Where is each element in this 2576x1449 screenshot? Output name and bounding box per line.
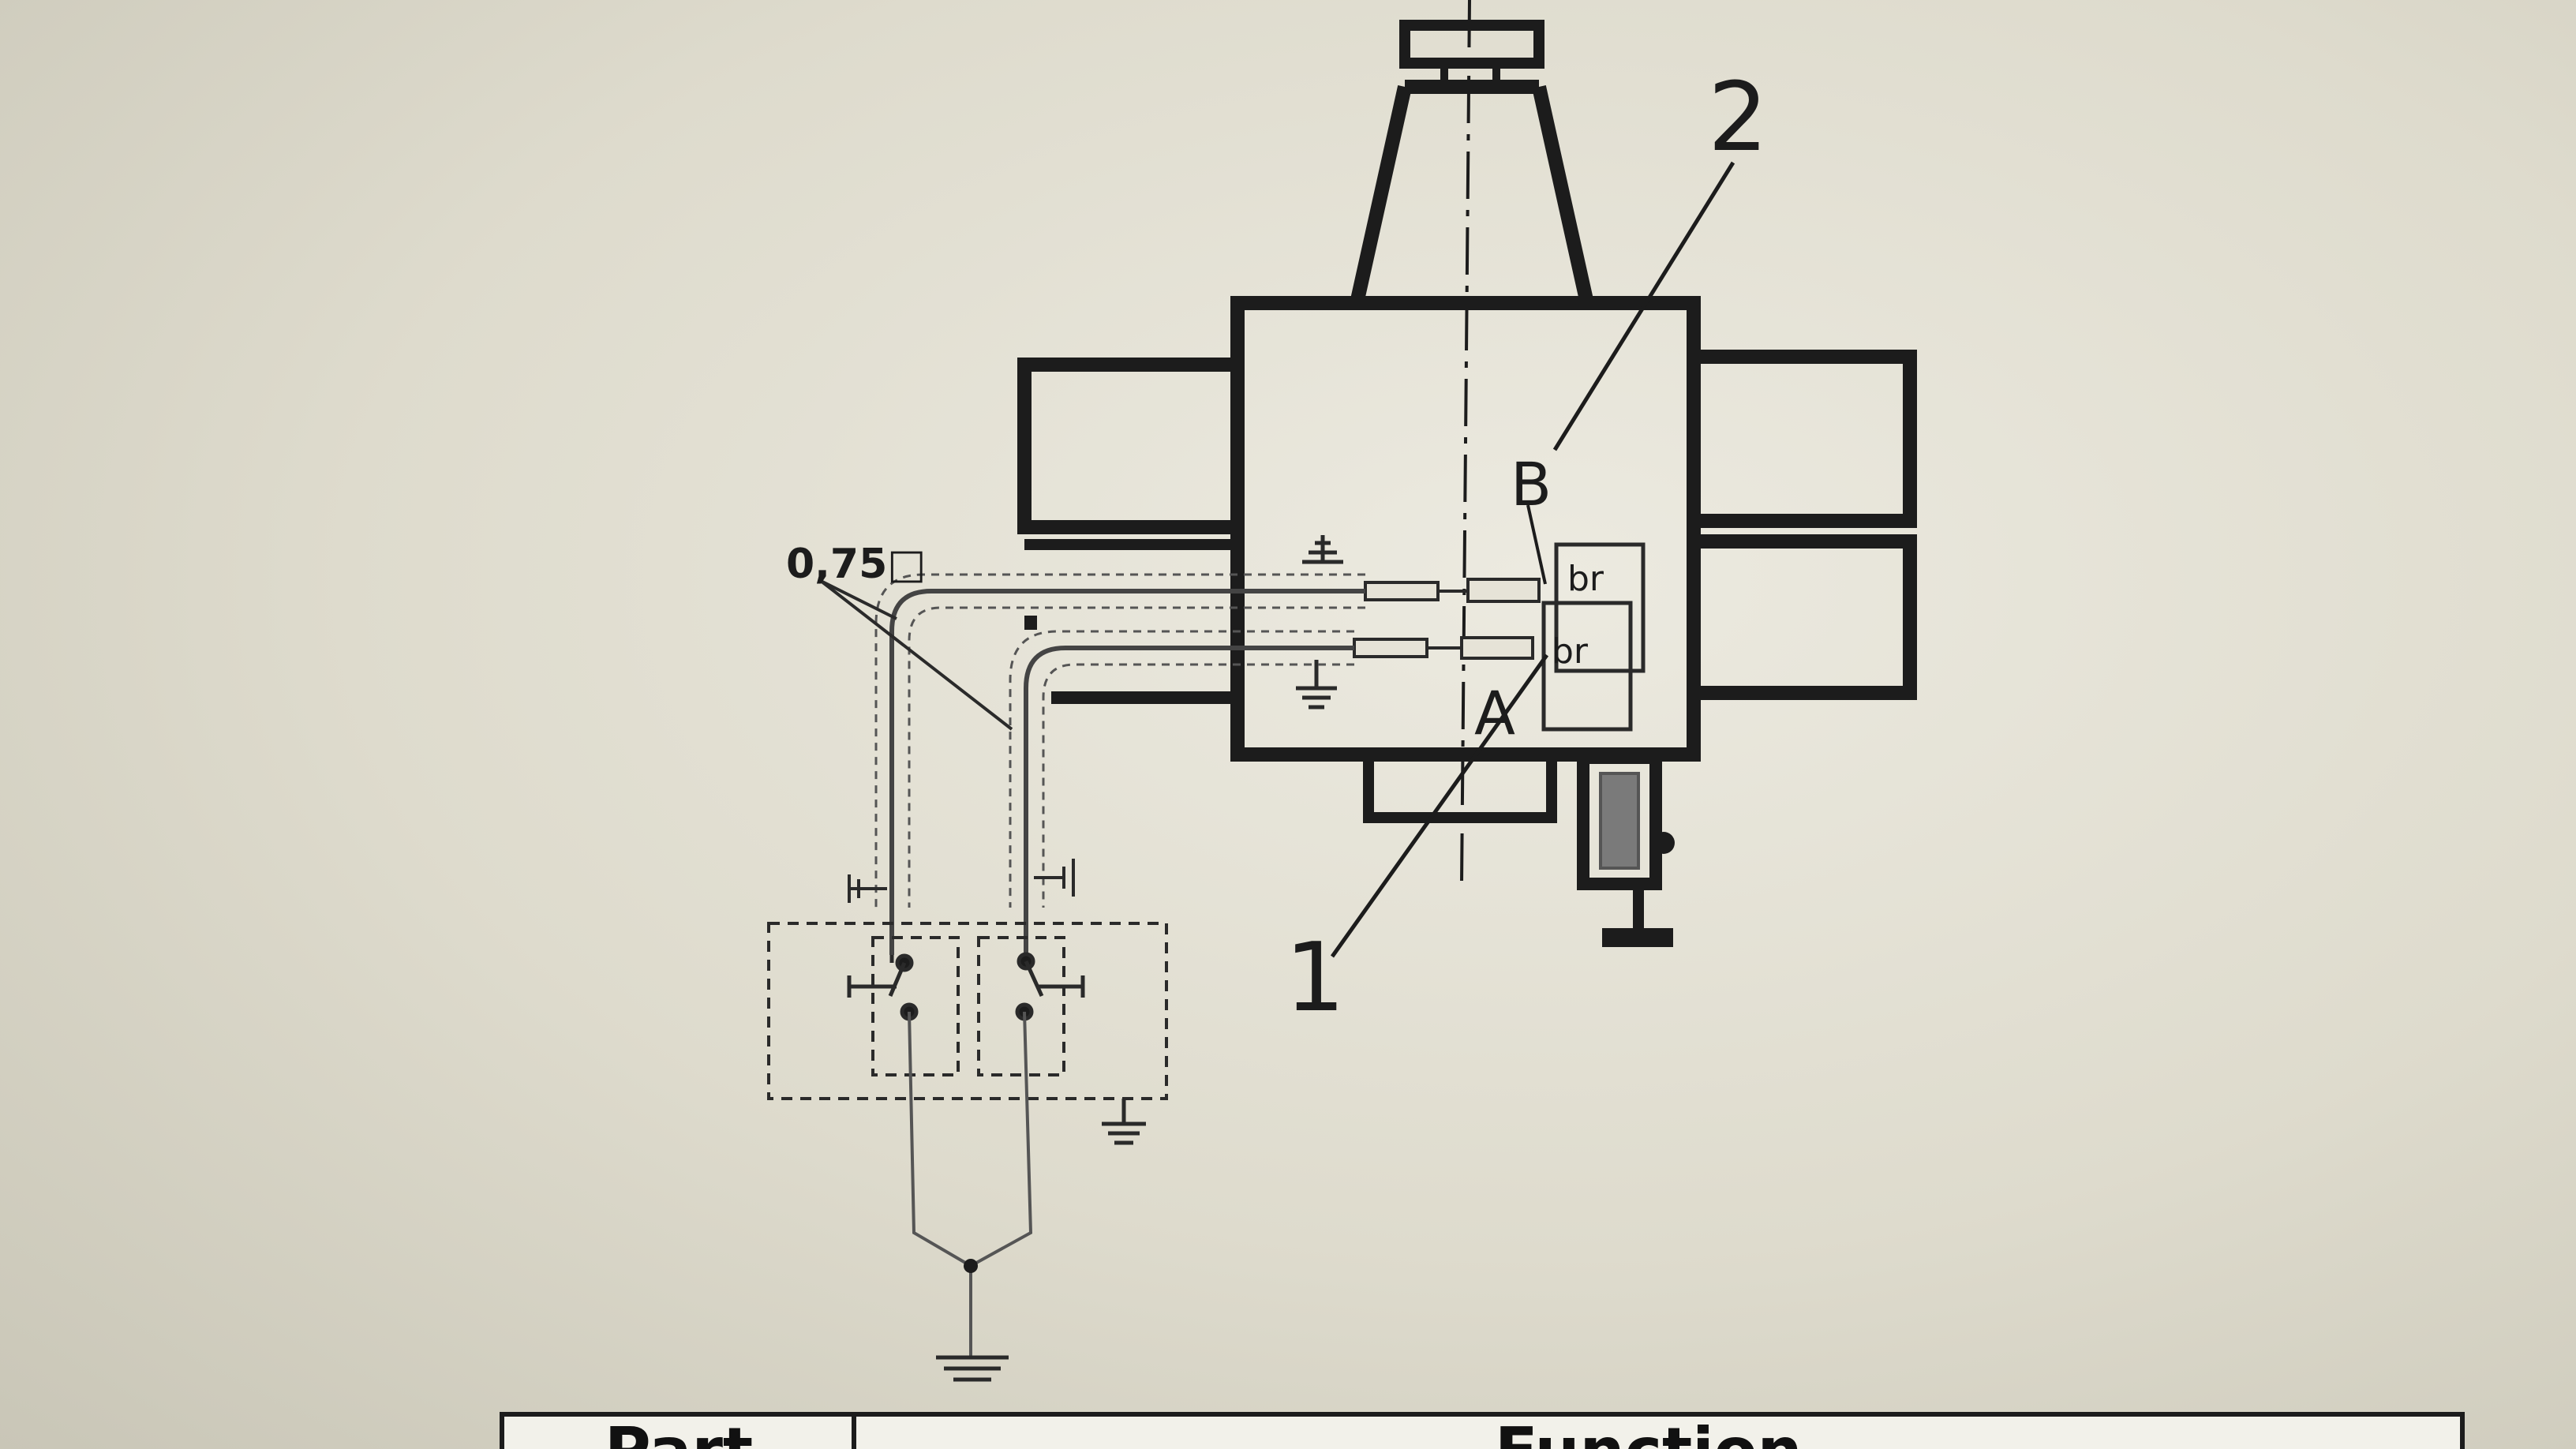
return-wiring bbox=[908, 1011, 1033, 1357]
top-cap bbox=[1399, 20, 1544, 69]
marker-right bbox=[1233, 616, 1244, 628]
cable-upper bbox=[874, 573, 1365, 955]
connector-lower-plug bbox=[1353, 638, 1428, 658]
connector-grounds bbox=[1296, 535, 1343, 710]
switch-terminals bbox=[848, 859, 1075, 903]
callout-b-leader bbox=[1526, 504, 1547, 585]
switch-contacts bbox=[847, 952, 1085, 1021]
table-header: Part Function bbox=[500, 1412, 2465, 1449]
right-flange-upper bbox=[1694, 350, 1917, 528]
neck-right bbox=[1532, 85, 1593, 301]
callout-1-label: 1 bbox=[1285, 923, 1345, 1033]
sensor-block-upper bbox=[1554, 542, 1646, 673]
connector-upper-plug bbox=[1364, 581, 1440, 601]
switch-cell-right bbox=[977, 936, 1065, 1076]
callout-2-label: 2 bbox=[1708, 63, 1768, 173]
switch-cell-left bbox=[871, 936, 960, 1076]
module-ground bbox=[1102, 1099, 1146, 1145]
connector-upper-socket bbox=[1466, 578, 1541, 603]
housing bbox=[1017, 20, 1917, 947]
connector-lower-socket bbox=[1460, 636, 1534, 660]
left-flange-upper bbox=[1017, 358, 1237, 534]
neck-left bbox=[1350, 85, 1412, 301]
sensor-blocks bbox=[1541, 542, 1646, 732]
main-ground bbox=[936, 1355, 1009, 1382]
return-junction bbox=[964, 1259, 978, 1273]
switch-module bbox=[767, 922, 1168, 1100]
right-flange-lower bbox=[1694, 534, 1917, 700]
center-axis bbox=[1460, 0, 1471, 885]
cable-lower bbox=[1009, 630, 1354, 955]
bottom-stub bbox=[1363, 754, 1557, 823]
spec-leaders bbox=[819, 579, 1013, 731]
wire-spec-label: 0,75□ bbox=[786, 541, 926, 588]
actuator-core bbox=[1599, 772, 1640, 870]
actuator-body bbox=[1577, 751, 1662, 890]
wire-color-lower-label: br bbox=[1552, 631, 1589, 672]
connectors bbox=[1353, 578, 1541, 660]
table-header-col-2: Function bbox=[1495, 1414, 1803, 1449]
wire-color-upper-label: br bbox=[1567, 559, 1604, 599]
connector-b-label: B bbox=[1511, 449, 1552, 519]
actuator-foot bbox=[1602, 928, 1673, 947]
marker-left bbox=[1024, 616, 1037, 630]
actuator-knob bbox=[1653, 832, 1675, 854]
table-header-col-1: Part bbox=[605, 1414, 753, 1449]
connector-a-label: A bbox=[1474, 678, 1515, 748]
switch-enclosure bbox=[767, 922, 1168, 1100]
table-header-border bbox=[500, 1412, 2465, 1449]
callout-1-leader bbox=[1330, 653, 1549, 958]
sensor-block-lower bbox=[1541, 601, 1633, 732]
callout-2-leader bbox=[1552, 161, 1735, 451]
